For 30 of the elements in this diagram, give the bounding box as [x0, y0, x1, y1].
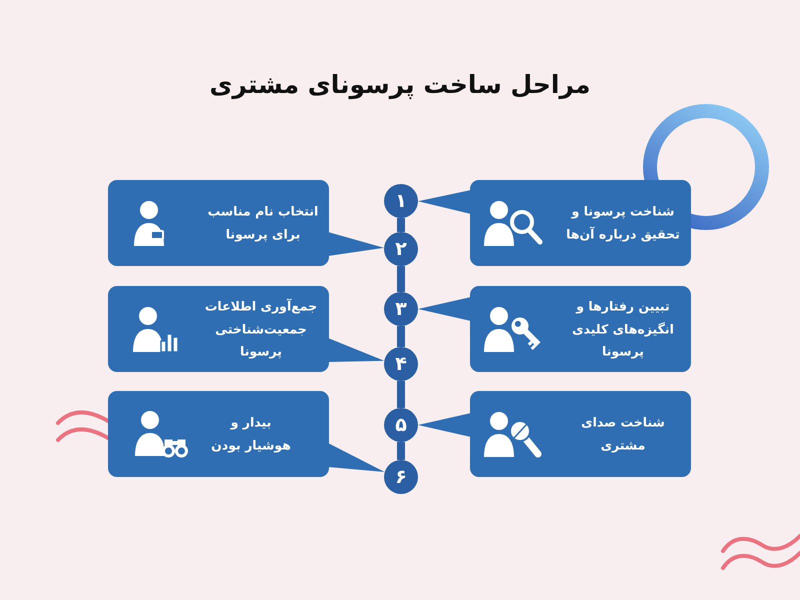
- step-box: [470, 391, 691, 477]
- step-text: شناخت صدای مشتری: [580, 414, 666, 454]
- callout-pointer: [328, 443, 385, 472]
- number-circle: ۱: [384, 184, 418, 218]
- connector-line: [397, 218, 405, 232]
- step-text: شناخت پرسونا و تحقیق درباره آن‌ها: [565, 202, 681, 244]
- number-circle: ۶: [384, 460, 418, 494]
- number-circle: ۴: [384, 347, 418, 381]
- step-box: [470, 180, 691, 266]
- callout-pointer: [328, 232, 384, 256]
- connector-line: [397, 266, 405, 292]
- step-box: [108, 391, 329, 477]
- step-text: بیدار و هوشیار بودن: [210, 414, 292, 454]
- step-box: [108, 286, 329, 372]
- callout-pointer: [328, 338, 384, 362]
- step-box: [108, 180, 329, 266]
- number-circle: ۵: [384, 408, 418, 442]
- step-text: انتخاب نام مناسب برای پرسونا: [206, 202, 320, 244]
- title: مراحل ساخت پرسونای مشتری: [210, 70, 590, 99]
- step-box: [470, 286, 691, 372]
- number-circle: ۲: [384, 232, 418, 266]
- callout-pointer: [418, 297, 471, 321]
- step-text: تبیین رفتارها و انگیزه‌های کلیدی پرسونا: [571, 297, 675, 360]
- connector-line: [397, 326, 405, 347]
- step-text: جمع‌آوری اطلاعات جمعیت‌شناختی پرسونا: [204, 297, 318, 360]
- callout-pointer: [418, 413, 471, 437]
- connector-line: [397, 442, 405, 460]
- connector-line: [397, 381, 405, 408]
- number-circle: ۳: [384, 292, 418, 326]
- callout-pointer: [418, 190, 471, 214]
